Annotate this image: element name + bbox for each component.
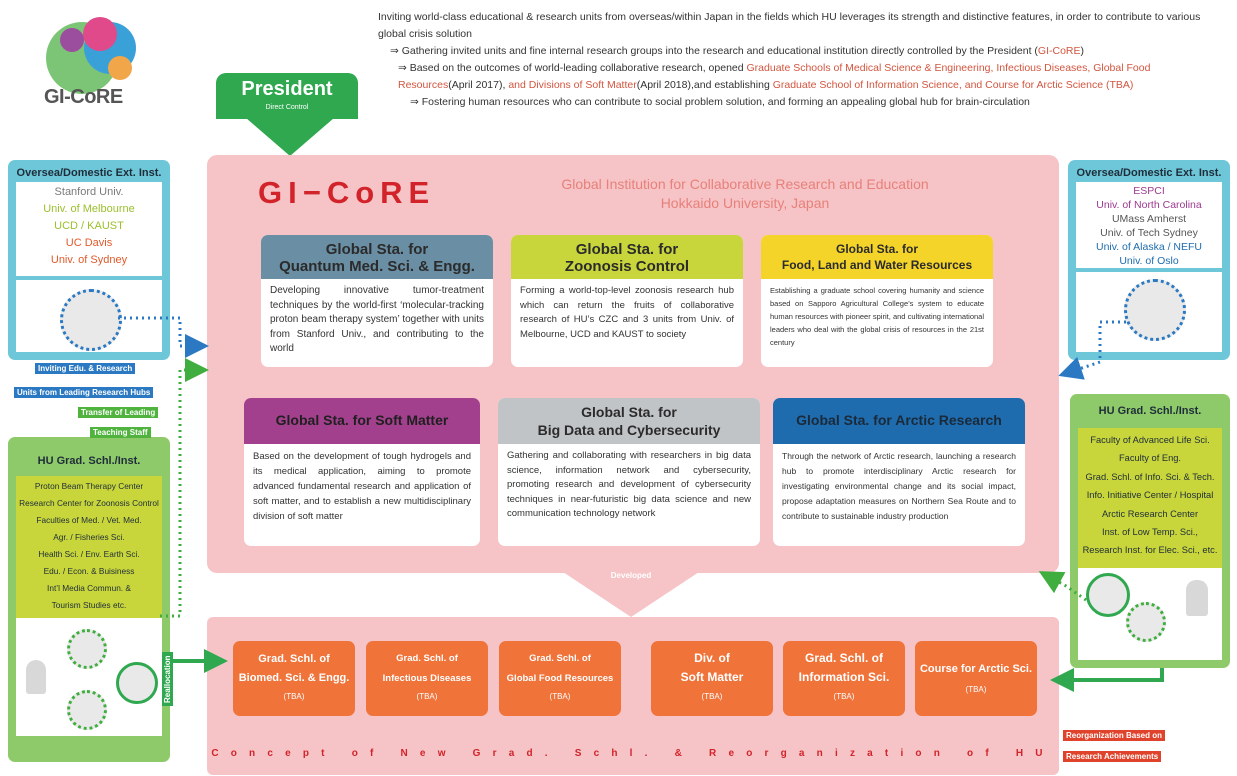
inviting-tag-1: Inviting Edu. & Research <box>35 363 136 374</box>
intro-text: Inviting world-class educational & resea… <box>378 9 1218 111</box>
staff-photo <box>1126 602 1166 642</box>
hu-item: Arctic Research Center <box>1101 508 1199 519</box>
gi-core-logo <box>46 17 136 94</box>
station-body: Forming a world-top-level zoonosis resea… <box>520 285 734 340</box>
station-soft-matter: Global Sta. for Soft Matter Based on the… <box>244 398 480 546</box>
inst-item: UMass Amherst <box>1111 213 1187 225</box>
staff-photo <box>116 662 158 704</box>
person-icon <box>1186 580 1208 616</box>
gicore-title: GI−CoRE <box>258 175 436 210</box>
hu-item: Edu. / Econ. & Buisiness <box>43 566 135 576</box>
hu-item: Int’l Media Commun. & <box>47 583 131 593</box>
inst-item: Univ. of Melbourne <box>43 203 135 215</box>
hu-item: Faculty of Eng. <box>1118 453 1181 464</box>
right-hu-list: Faculty of Advanced Life Sci. Faculty of… <box>1078 428 1222 569</box>
hu-item: Research Inst. for Elec. Sci., etc. <box>1082 545 1218 556</box>
grad-box-food: Grad. Schl. of Global Food Resources (TB… <box>499 641 621 716</box>
right-ext-inst-title: Oversea/Domestic Ext. Inst. <box>1076 167 1222 179</box>
inst-item: Univ. of Tech Sydney <box>1100 227 1198 239</box>
inst-item: Univ. of North Carolina <box>1096 199 1202 211</box>
grad-box-soft-matter: Div. of Soft Matter (TBA) <box>651 641 773 716</box>
transfer-tag-1: Transfer of Leading <box>78 407 159 418</box>
inviting-arrow-right <box>1058 320 1126 380</box>
station-body: Through the network of Arctic research, … <box>782 451 1016 521</box>
intro-line-1: Inviting world-class educational & resea… <box>378 11 1201 40</box>
hu-item: Health Sci. / Env. Earth Sci. <box>38 549 140 559</box>
station-body: Establishing a graduate school covering … <box>770 286 984 347</box>
left-hu-list: Proton Beam Therapy Center Research Cent… <box>16 476 162 618</box>
inst-item: Univ. of Oslo <box>1119 255 1179 267</box>
inst-item: ESPCI <box>1133 185 1165 197</box>
grad-box-biomed: Grad. Schl. of Biomed. Sci. & Engg. (TBA… <box>233 641 355 716</box>
intro-line-3: ⇒ Based on the outcomes of world-leading… <box>398 62 1151 91</box>
president-arrow <box>246 118 334 156</box>
transfer-tag-2: Teaching Staff <box>90 427 151 438</box>
left-ext-inst-title: Oversea/Domestic Ext. Inst. <box>16 167 162 179</box>
right-ext-inst-list: ESPCI Univ. of North Carolina UMass Amhe… <box>1076 182 1222 352</box>
hu-item: Faculties of Med. / Vet. Med. <box>36 515 142 525</box>
grad-box-arctic-course: Course for Arctic Sci. (TBA) <box>915 641 1037 716</box>
inst-item: UCD / KAUST <box>54 220 124 232</box>
station-header: Global Sta. for Soft Matter <box>244 398 480 444</box>
hu-item: Agr. / Fisheries Sci. <box>53 532 125 542</box>
station-body: Gathering and collaborating with researc… <box>507 450 751 519</box>
intro-line-4: ⇒ Fostering human resources who can cont… <box>410 96 1030 108</box>
right-hu-title: HU Grad. Schl./Inst. <box>1098 405 1202 417</box>
inst-item: Univ. of Alaska / NEFU <box>1095 241 1202 253</box>
researcher-photo <box>60 289 122 351</box>
staff-photo <box>67 629 107 669</box>
inst-item: UC Davis <box>65 237 113 249</box>
staff-photo <box>67 690 107 730</box>
left-hu-title: HU Grad. Schl./Inst. <box>37 455 141 467</box>
station-arctic: Global Sta. for Arctic Research Through … <box>773 398 1025 546</box>
reallocation-tag: Reallocation <box>162 652 173 706</box>
president-title: President <box>241 78 333 100</box>
hu-item: Tourism Studies etc. <box>51 600 127 610</box>
researcher-photo <box>1124 279 1186 341</box>
reorganization-tag-1: Reorganization Based on <box>1063 730 1166 741</box>
hu-item: Faculty of Advanced Life Sci. <box>1090 435 1210 445</box>
left-ext-divider <box>16 276 162 280</box>
right-ext-divider <box>1076 268 1222 272</box>
staff-photo <box>1086 573 1130 617</box>
inviting-tag-2: Units from Leading Research Hubs <box>14 387 154 398</box>
hu-item: Grad. Schl. of Info. Sci. & Tech. <box>1085 471 1215 482</box>
concept-caption: Concept of New Grad. Schl. & Reorganizat… <box>211 748 1055 759</box>
reorganization-tag-2: Research Achievements <box>1063 751 1162 762</box>
developed-arrow <box>563 572 699 617</box>
gicore-full-name: Global Institution for Collaborative Res… <box>561 176 929 211</box>
developed-label: Developed <box>610 571 652 580</box>
hu-item: Research Center for Zoonosis Control <box>19 498 159 508</box>
logo-text: GI-CoRE <box>44 86 123 108</box>
inst-item: Stanford Univ. <box>54 186 124 198</box>
hu-item: Inst. of Low Temp. Sci., <box>1102 527 1198 538</box>
inst-item: Univ. of Sydney <box>50 254 128 266</box>
station-header: Global Sta. for Arctic Research <box>773 398 1025 444</box>
direct-control-label: Direct Control <box>265 104 309 111</box>
transfer-arrow-right <box>1038 571 1087 602</box>
grad-box-infectious: Grad. Schl. of Infectious Diseases (TBA) <box>366 641 488 716</box>
station-body: Developing innovative tumor-treatment te… <box>270 285 484 354</box>
inviting-arrow-left <box>118 316 209 358</box>
hu-item: Proton Beam Therapy Center <box>34 481 144 491</box>
transfer-arrow-left <box>160 358 209 618</box>
president-box: President Direct Control <box>216 73 358 119</box>
reorganization-arrow <box>1050 668 1164 692</box>
intro-line-2: ⇒ Gathering invited units and fine inter… <box>390 45 1085 57</box>
grad-box-information: Grad. Schl. of Information Sci. (TBA) <box>783 641 905 716</box>
person-icon <box>26 660 46 694</box>
station-body: Based on the development of tough hydrog… <box>253 451 471 522</box>
hu-item: Info. Initiative Center / Hospital <box>1086 490 1214 501</box>
